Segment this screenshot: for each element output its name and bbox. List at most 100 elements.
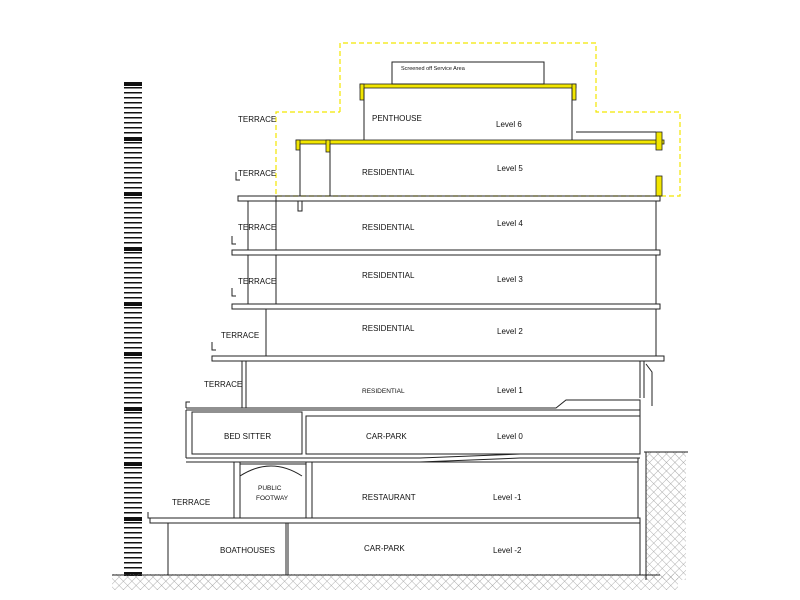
scale-minor-tick <box>124 422 142 424</box>
level-minus-1-label: Level -1 <box>493 493 522 502</box>
scale-minor-tick <box>124 447 142 449</box>
scale-minor-tick <box>124 362 142 364</box>
scale-minor-tick <box>124 402 142 404</box>
scale-minor-tick <box>124 477 142 479</box>
scale-major-tick <box>124 247 142 251</box>
labels: Screened off Service Area TERRACE TERRAC… <box>172 66 523 555</box>
ground-hatch <box>112 451 688 590</box>
scale-minor-tick <box>124 527 142 529</box>
space-public-footway-2: FOOTWAY <box>256 495 289 502</box>
scale-minor-tick <box>124 152 142 154</box>
scale-minor-tick <box>124 532 142 534</box>
scale-minor-tick <box>124 437 142 439</box>
scale-minor-tick <box>124 457 142 459</box>
scale-minor-tick <box>124 162 142 164</box>
scale-minor-tick <box>124 347 142 349</box>
scale-major-tick <box>124 462 142 466</box>
scale-minor-tick <box>124 217 142 219</box>
scale-minor-tick <box>124 182 142 184</box>
scale-minor-tick <box>124 432 142 434</box>
scale-minor-tick <box>124 187 142 189</box>
scale-minor-tick <box>124 267 142 269</box>
scale-minor-tick <box>124 547 142 549</box>
scale-minor-tick <box>124 487 142 489</box>
scale-minor-tick <box>124 122 142 124</box>
scale-minor-tick <box>124 167 142 169</box>
scale-minor-tick <box>124 257 142 259</box>
scale-minor-tick <box>124 372 142 374</box>
scale-minor-tick <box>124 317 142 319</box>
scale-minor-tick <box>124 87 142 89</box>
scale-minor-tick <box>124 252 142 254</box>
terrace-label-l4: TERRACE <box>238 223 276 232</box>
scale-minor-tick <box>124 142 142 144</box>
scale-minor-tick <box>124 332 142 334</box>
scale-minor-tick <box>124 367 142 369</box>
highlighted-slabs <box>295 83 665 197</box>
space-penthouse: PENTHOUSE <box>372 114 422 123</box>
scale-minor-tick <box>124 237 142 239</box>
scale-minor-tick <box>124 232 142 234</box>
scale-minor-tick <box>124 242 142 244</box>
service-area-annotation: Screened off Service Area <box>401 66 466 72</box>
terrace-label-l1: TERRACE <box>204 380 242 389</box>
terrace-label-l2: TERRACE <box>221 331 259 340</box>
scale-bar <box>124 82 142 576</box>
scale-minor-tick <box>124 412 142 414</box>
level-5-label: Level 5 <box>497 164 523 173</box>
scale-major-tick <box>124 192 142 196</box>
scale-minor-tick <box>124 157 142 159</box>
scale-minor-tick <box>124 297 142 299</box>
scale-minor-tick <box>124 497 142 499</box>
scale-minor-tick <box>124 112 142 114</box>
scale-minor-tick <box>124 537 142 539</box>
screened-outline <box>275 42 681 197</box>
scale-minor-tick <box>124 472 142 474</box>
scale-minor-tick <box>124 312 142 314</box>
scale-minor-tick <box>124 307 142 309</box>
scale-minor-tick <box>124 382 142 384</box>
space-car-park-lm2: CAR-PARK <box>364 544 405 553</box>
scale-minor-tick <box>124 272 142 274</box>
scale-minor-tick <box>124 417 142 419</box>
space-residential-l3: RESIDENTIAL <box>362 271 415 280</box>
scale-major-tick <box>124 352 142 356</box>
terrace-label-lm1: TERRACE <box>172 498 210 507</box>
scale-minor-tick <box>124 227 142 229</box>
scale-minor-tick <box>124 327 142 329</box>
level-4-label: Level 4 <box>497 219 523 228</box>
scale-minor-tick <box>124 522 142 524</box>
level-6-label: Level 6 <box>496 120 522 129</box>
scale-minor-tick <box>124 102 142 104</box>
level-3-label: Level 3 <box>497 275 523 284</box>
space-public-footway-1: PUBLIC <box>258 485 282 492</box>
scale-minor-tick <box>124 337 142 339</box>
scale-minor-tick <box>124 502 142 504</box>
scale-minor-tick <box>124 392 142 394</box>
scale-major-tick <box>124 137 142 141</box>
scale-minor-tick <box>124 117 142 119</box>
scale-minor-tick <box>124 202 142 204</box>
scale-minor-tick <box>124 207 142 209</box>
scale-minor-tick <box>124 322 142 324</box>
space-residential-l5: RESIDENTIAL <box>362 168 415 177</box>
scale-minor-tick <box>124 147 142 149</box>
scale-minor-tick <box>124 107 142 109</box>
scale-minor-tick <box>124 177 142 179</box>
space-bed-sitter: BED SITTER <box>224 432 271 441</box>
scale-minor-tick <box>124 282 142 284</box>
section-lines <box>147 61 665 576</box>
scale-minor-tick <box>124 97 142 99</box>
terrace-label-l5: TERRACE <box>238 169 276 178</box>
scale-minor-tick <box>124 552 142 554</box>
scale-minor-tick <box>124 287 142 289</box>
scale-minor-tick <box>124 387 142 389</box>
scale-minor-tick <box>124 197 142 199</box>
space-restaurant: RESTAURANT <box>362 493 416 502</box>
scale-minor-tick <box>124 212 142 214</box>
scale-minor-tick <box>124 397 142 399</box>
level-minus-2-label: Level -2 <box>493 546 522 555</box>
space-residential-l1: RESIDENTIAL <box>362 388 405 395</box>
scale-minor-tick <box>124 132 142 134</box>
scale-minor-tick <box>124 467 142 469</box>
